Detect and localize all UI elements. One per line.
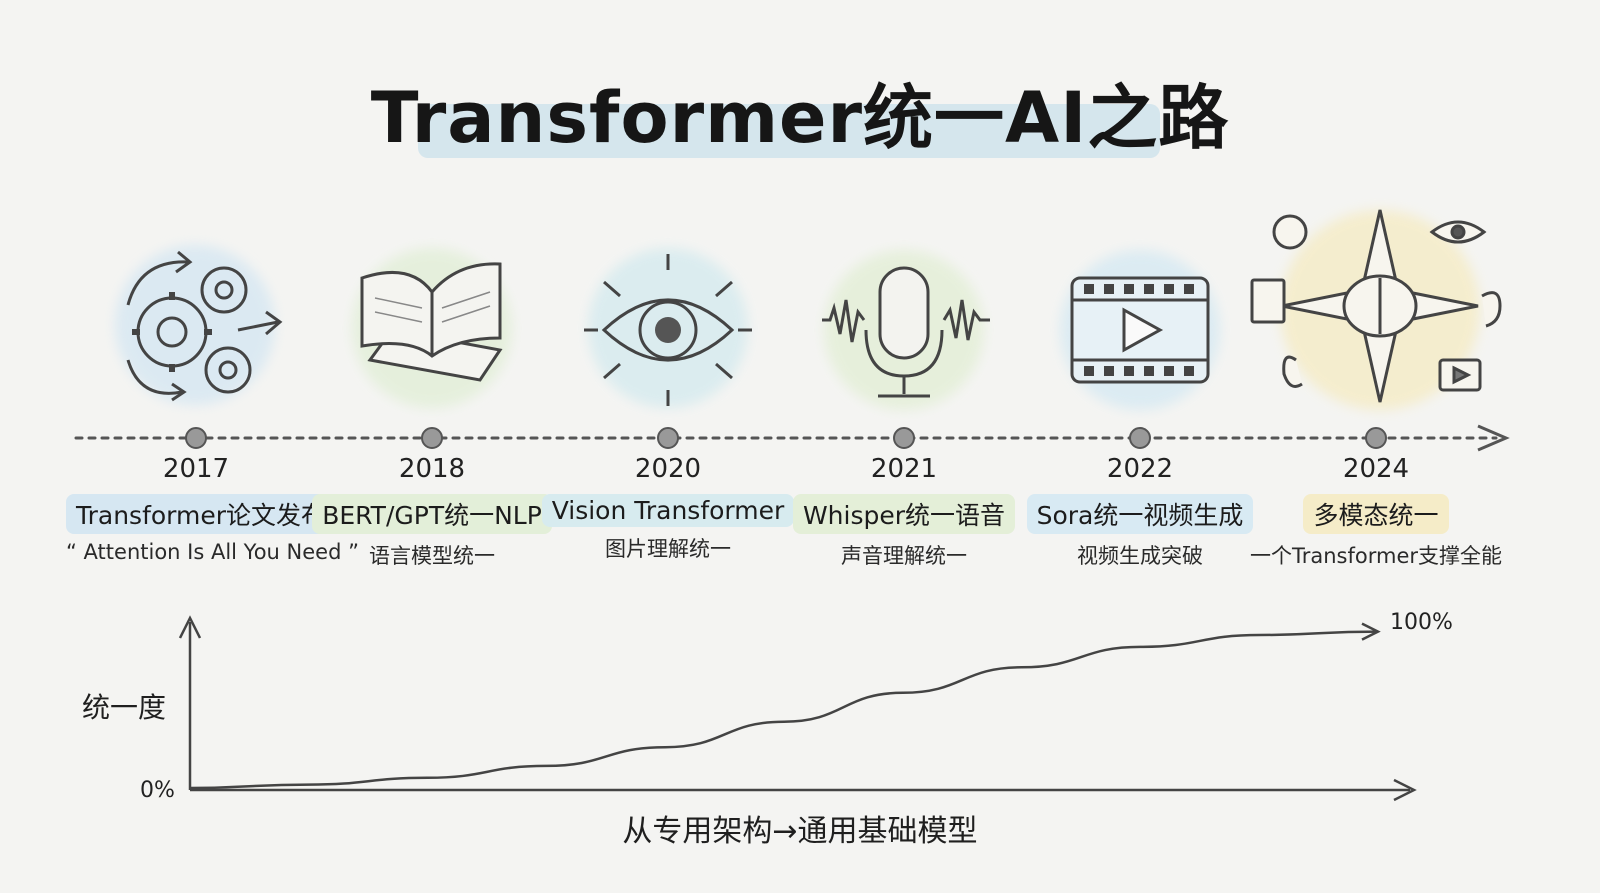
milestone-year: 2018 [398,454,466,484]
timeline-node [1365,427,1387,449]
milestone-desc: 语言模型统一 [369,544,495,568]
timeline-node [893,427,915,449]
book-icon [352,248,512,408]
y-axis-arrow [178,615,202,639]
series-line [189,630,1379,790]
series-arrowhead [1361,622,1381,641]
timeline-node [421,427,443,449]
milestone-desc: 图片理解统一 [605,537,731,561]
milestone-desc: “ Attention Is All You Need ” [66,540,359,564]
milestone-year: 2022 [1106,454,1174,484]
timeline-node [1129,427,1151,449]
gears-icon [115,245,283,405]
milestone-desc: 声音理解统一 [841,544,967,568]
milestone-year: 2021 [870,454,938,484]
milestone: 2024 多模态统一一个Transformer支撑全能 [1246,454,1506,570]
timeline-node [657,427,679,449]
x-axis-label: 从专用架构→通用基础模型 [622,814,978,849]
milestone-year: 2017 [162,454,230,484]
y-axis-label: 统一度 [82,691,167,724]
milestone-name: Vision Transformer [541,494,795,527]
milestone-year: 2024 [1342,454,1410,484]
milestone-desc: 一个Transformer支撑全能 [1249,544,1502,568]
x-axis-arrow [1393,778,1417,802]
milestone-name: BERT/GPT统一NLP [312,494,552,534]
milestone-name: Whisper统一语音 [792,494,1016,534]
page-title: Transformer统一AI之路 [370,77,1230,159]
timeline-node [185,427,207,449]
milestone-desc: 视频生成突破 [1077,544,1203,568]
microphone-icon [822,250,990,410]
milestone-year: 2020 [634,454,702,484]
milestone-name: Transformer论文发布 [66,494,337,534]
eye-circuit-icon [584,248,752,408]
milestone-name: Sora统一视频生成 [1026,494,1254,534]
y-tick-0: 0% [140,778,175,803]
y-tick-100: 100% [1390,610,1453,635]
film-play-icon [1060,250,1220,410]
milestone-name: 多模态统一 [1303,494,1449,534]
title-highlight [418,104,1160,158]
timeline-arrowhead [1477,424,1510,452]
multimodal-star-icon [1250,209,1502,410]
